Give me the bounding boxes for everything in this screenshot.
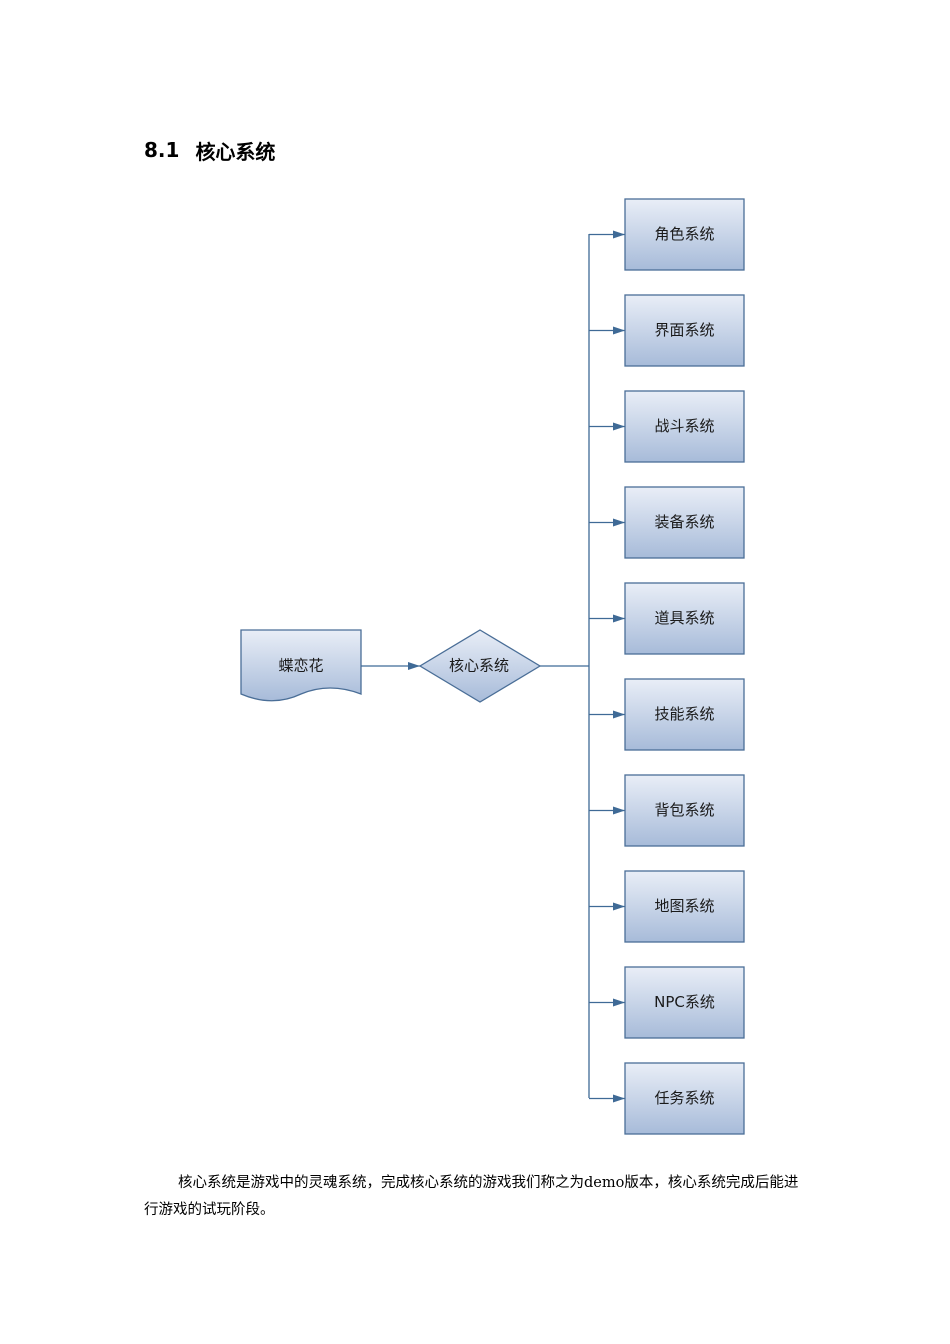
description-paragraph: 核心系统是游戏中的灵魂系统，完成核心系统的游戏我们称之为demo版本，核心系统完… [144,1175,799,1218]
subsystem-label: NPC系统 [654,993,715,1011]
subsystem-node: NPC系统 [589,966,745,1039]
section-number: 8.1 [144,138,180,162]
subsystem-label: 背包系统 [654,801,714,819]
subsystem-label: 战斗系统 [654,417,714,435]
section-title: 核心系统 [195,139,276,164]
subsystem-label: 角色系统 [654,225,714,243]
subsystem-node: 装备系统 [589,486,745,559]
subsystem-node: 背包系统 [589,774,745,847]
subsystem-label: 任务系统 [654,1089,714,1107]
subsystem-label: 界面系统 [654,321,714,339]
subsystem-node: 界面系统 [589,294,745,367]
subsystem-label: 装备系统 [654,513,714,531]
subsystem-label: 地图系统 [654,897,714,915]
subsystem-node: 地图系统 [589,870,745,943]
subsystem-box [624,198,745,271]
decision-diamond [418,629,542,703]
subsystem-node: 角色系统 [589,198,745,271]
subsystem-box [624,486,745,559]
subsystem-node: 战斗系统 [589,390,745,463]
subsystem-box [624,390,745,463]
subsystem-box [624,294,745,367]
subsystem-node: 任务系统 [589,1062,745,1135]
subsystem-box [624,870,745,943]
subsystem-box [624,1062,745,1135]
subsystem-label: 技能系统 [654,705,714,723]
root-node-label: 蝶恋花 [278,657,323,675]
subsystem-box [624,774,745,847]
document-shape [240,629,362,702]
subsystem-label: 道具系统 [654,609,714,627]
subsystem-box [624,582,745,655]
root-node: 蝶恋花 [240,629,362,702]
subsystem-box [624,678,745,751]
subsystem-node: 道具系统 [589,582,745,655]
hub-node: 核心系统 [418,629,542,703]
subsystem-node: 技能系统 [589,678,745,751]
subsystem-box [624,966,745,1039]
section-heading: 8.1 核心系统 [144,134,275,166]
hub-node-label: 核心系统 [449,657,509,675]
